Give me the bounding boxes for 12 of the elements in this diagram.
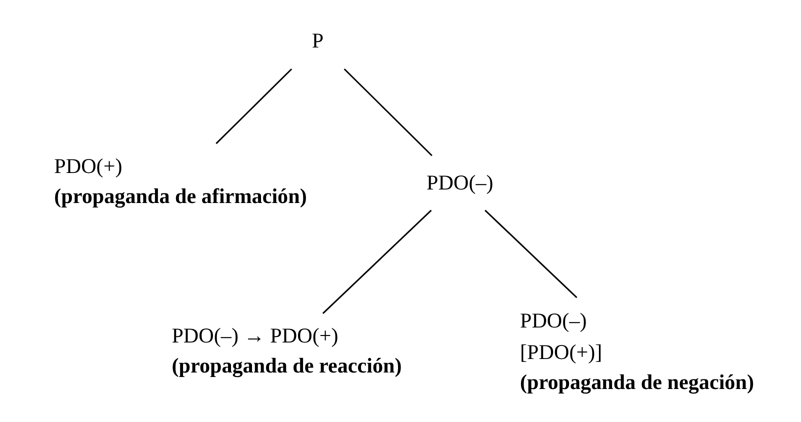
- node-text: PDO(–): [426, 170, 494, 194]
- node-label: (propaganda de reacción): [172, 354, 402, 378]
- connector: [216, 68, 292, 144]
- node-text: PDO(–) [PDO(+)]: [520, 308, 602, 364]
- node-text: P: [312, 28, 324, 53]
- node-label: (propaganda de negación): [520, 370, 754, 394]
- connector: [484, 210, 578, 298]
- node-text: PDO(–) → PDO(+): [172, 323, 338, 348]
- node-label: (propaganda de afirmación): [54, 184, 307, 208]
- connector: [344, 68, 432, 156]
- node-text: PDO(+): [54, 154, 122, 178]
- connector: [322, 210, 432, 314]
